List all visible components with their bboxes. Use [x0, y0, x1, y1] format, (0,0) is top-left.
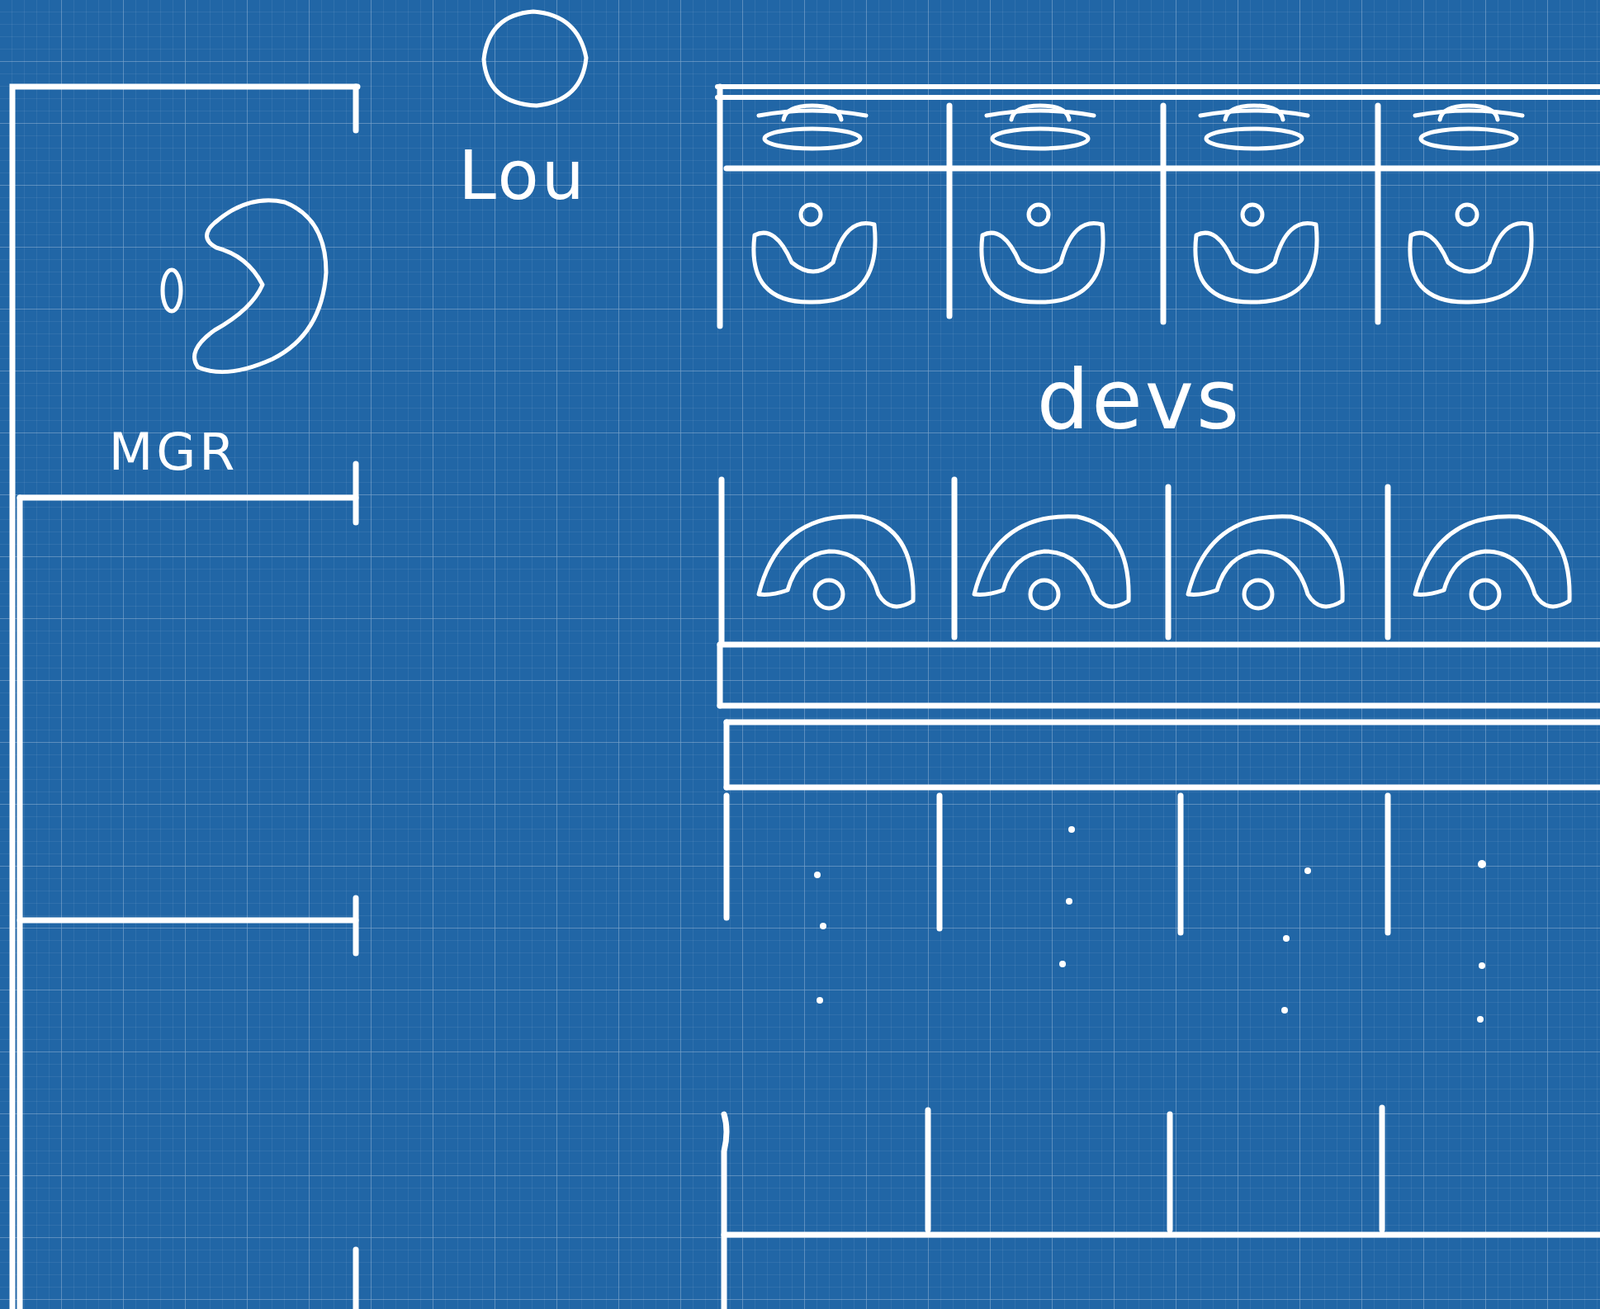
- area-label: devs: [1036, 359, 1242, 442]
- person-name: Lou: [458, 142, 587, 210]
- office-room: MGR: [19, 92, 354, 496]
- room-label: MGR: [108, 426, 239, 479]
